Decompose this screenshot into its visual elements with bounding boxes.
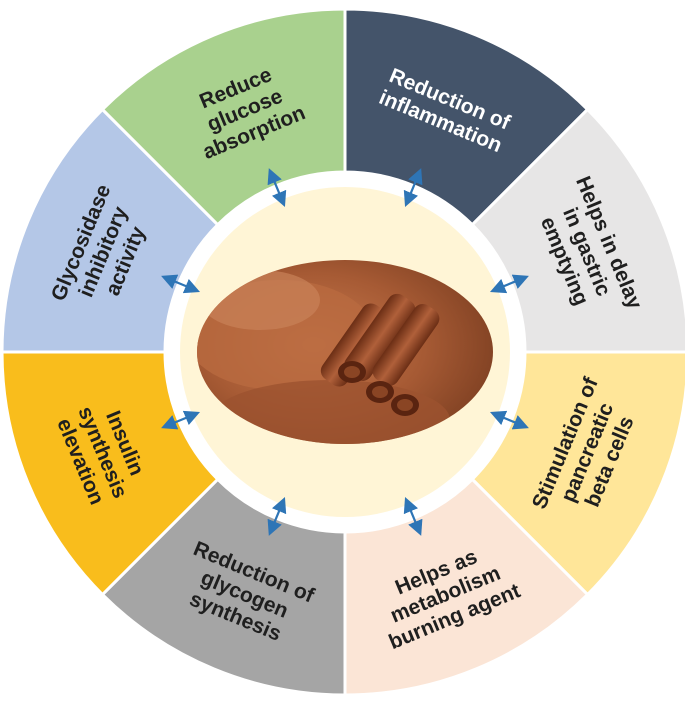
arrow-reduce-glucose-absorption [267,168,287,208]
arrows [161,168,529,536]
arrow-delay-gastric-emptying [489,274,529,294]
segment-label-delay-gastric-emptying: Helps in delayin gastricemptying [527,173,647,331]
arrow-glycosidase-inhibitory-activity [161,274,201,294]
arrow-insulin-synthesis-elevation [161,410,201,430]
arrow-metabolism-burning-agent [403,496,423,536]
arrow-stimulation-pancreatic-beta-cells [489,410,529,430]
arrow-reduction-glycogen-synthesis [267,496,287,536]
arrow-reduction-of-inflammation [403,168,423,208]
cinnamon-sticks-icon [320,293,440,416]
